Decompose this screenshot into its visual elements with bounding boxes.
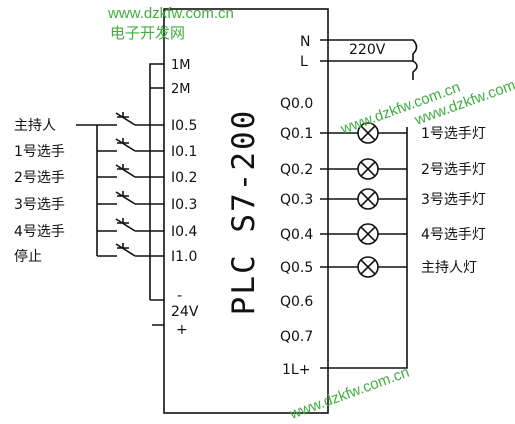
output-row-3: Q0.3 3号选手灯 [280, 188, 486, 210]
input-address: I0.2 [171, 170, 197, 186]
pushbutton-switch [97, 164, 164, 178]
output-address: Q0.6 [280, 294, 313, 310]
power-voltage-label: 220V [349, 42, 386, 58]
lamp-label: 3号选手灯 [421, 192, 486, 208]
lamp-icon [357, 188, 379, 210]
pushbutton-switch [97, 191, 164, 205]
input-address: I0.4 [171, 224, 197, 240]
input-group: 主持人 I0.5 1号选手 I0.1 2号选手 I0.2 3号选手 I0.3 4号选手 I0.4 停… [14, 112, 197, 265]
pushbutton-switch [97, 243, 164, 257]
supply-minus-label: - [177, 288, 182, 304]
pushbutton-switch [97, 112, 164, 126]
lamp-icon [357, 158, 379, 180]
output-address: Q0.5 [280, 260, 313, 276]
input-address: I0.5 [171, 118, 197, 134]
lamp-icon [357, 122, 379, 144]
input-row-1: 主持人 I0.5 [14, 112, 197, 134]
terminal-2m-label: 2M [171, 82, 191, 97]
input-label: 停止 [14, 248, 42, 265]
input-label: 2号选手 [14, 170, 65, 186]
input-row-5: 4号选手 I0.4 [14, 218, 197, 240]
terminal-1l-label: 1L+ [282, 362, 310, 378]
input-address: I0.1 [171, 144, 197, 160]
input-common-rail [149, 63, 164, 326]
lamp-label: 主持人灯 [421, 260, 477, 276]
input-label: 1号选手 [14, 144, 65, 160]
watermark-top-name: 电子开发网 [110, 25, 185, 42]
input-row-3: 2号选手 I0.2 [14, 164, 197, 186]
output-address: Q0.0 [280, 96, 313, 112]
input-label: 3号选手 [14, 197, 65, 213]
output-address: Q0.3 [280, 192, 313, 208]
output-address: Q0.2 [280, 162, 313, 178]
watermark-top-url: www.dzkfw.com.cn [107, 5, 234, 22]
lamp-label: 2号选手灯 [421, 162, 486, 178]
supply-voltage-label: 24V [171, 304, 199, 320]
pushbutton-switch [97, 218, 164, 232]
output-row-5: Q0.5 主持人灯 [280, 256, 477, 278]
output-row-1: Q0.1 1号选手灯 [280, 122, 486, 144]
output-row-2: Q0.2 2号选手灯 [280, 158, 486, 180]
output-row-0: Q0.0 [280, 96, 313, 112]
terminal-l-label: L [300, 54, 308, 70]
output-row-4: Q0.4 4号选手灯 [280, 223, 486, 245]
output-address: Q0.4 [280, 227, 313, 243]
pushbutton-switch [97, 138, 164, 152]
lamp-icon [357, 223, 379, 245]
input-row-4: 3号选手 I0.3 [14, 191, 197, 213]
output-group: Q0.0Q0.1 1号选手灯 Q0.2 2号选手灯 Q0.3 3号选手灯 Q0.4 4号选手灯… [280, 96, 486, 345]
output-row-6: Q0.6 [280, 294, 313, 310]
power-wires [320, 39, 418, 80]
terminal-1m-label: 1M [171, 58, 191, 73]
output-common-wire [320, 127, 408, 369]
output-row-7: Q0.7 [280, 329, 313, 345]
input-label: 4号选手 [14, 224, 65, 240]
plc-model-label: PLC S7-200 [226, 109, 262, 316]
lamp-label: 4号选手灯 [421, 227, 486, 243]
input-address: I0.3 [171, 197, 197, 213]
supply-plus-label: + [176, 322, 188, 338]
lamp-label: 1号选手灯 [421, 126, 486, 142]
terminal-n-label: N [300, 34, 310, 50]
output-address: Q0.7 [280, 329, 313, 345]
lamp-icon [357, 256, 379, 278]
input-label: 主持人 [14, 118, 56, 134]
output-address: Q0.1 [280, 126, 313, 142]
plc-body [163, 8, 329, 414]
input-address: I1.0 [171, 249, 197, 265]
input-row-2: 1号选手 I0.1 [14, 138, 197, 160]
input-row-6: 停止 I1.0 [14, 243, 197, 265]
